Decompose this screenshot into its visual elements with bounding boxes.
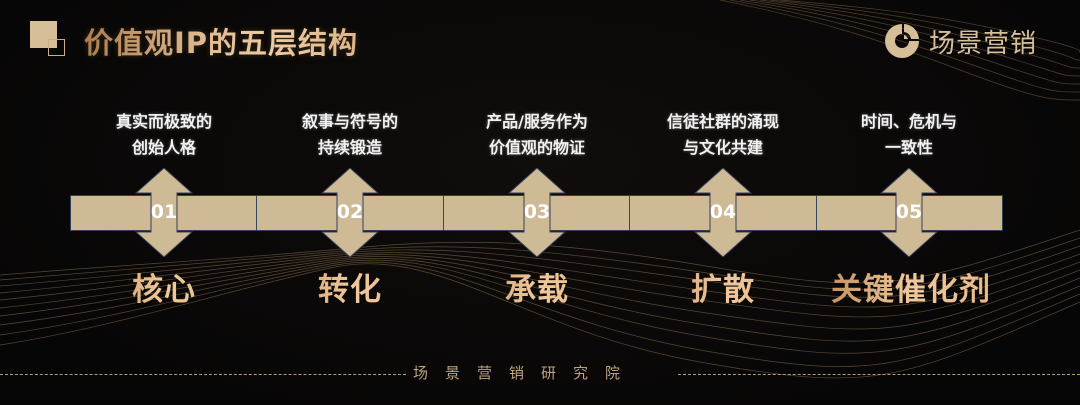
- layer-3-number: 03: [523, 201, 551, 223]
- layer-3-description: 产品/服务作为价值观的物证: [486, 112, 588, 157]
- double-arrow-icon: [321, 168, 379, 257]
- layer-2-label: 转化: [250, 264, 450, 309]
- logo-text: 场景营销: [929, 28, 1038, 59]
- layer-5-description: 时间、危机与一致性: [860, 112, 957, 157]
- double-arrow-icon: [880, 168, 938, 257]
- layer-5-number: 05: [895, 201, 923, 223]
- footer-organization: 场景营销研究院: [413, 364, 638, 382]
- double-arrow-icon: [508, 168, 566, 257]
- brand-logo: 场景营销: [881, 21, 1037, 61]
- scene-marketing-logo-icon: [885, 24, 919, 58]
- layer-3-label: 承载: [437, 264, 637, 309]
- double-arrow-icon: [694, 168, 752, 257]
- footer-divider-left: [0, 374, 406, 375]
- layer-4-number: 04: [709, 201, 737, 223]
- layer-1-number: 01: [150, 201, 178, 223]
- footer-divider-right: [678, 374, 1080, 375]
- layer-5-label: 关键催化剂: [811, 264, 1011, 309]
- double-arrow-icon: [135, 168, 193, 257]
- layer-1-label: 核心: [64, 264, 264, 309]
- layer-2-description: 叙事与符号的持续锻造: [301, 112, 398, 157]
- page-title: 价值观IP的五层结构: [84, 20, 358, 62]
- layer-4-label: 扩散: [623, 264, 823, 309]
- layer-4-description: 信徒社群的涌现与文化共建: [666, 112, 779, 157]
- layer-1-description: 真实而极致的创始人格: [115, 112, 212, 157]
- title-decoration-squares-icon: [30, 21, 68, 59]
- layer-2-number: 02: [336, 201, 364, 223]
